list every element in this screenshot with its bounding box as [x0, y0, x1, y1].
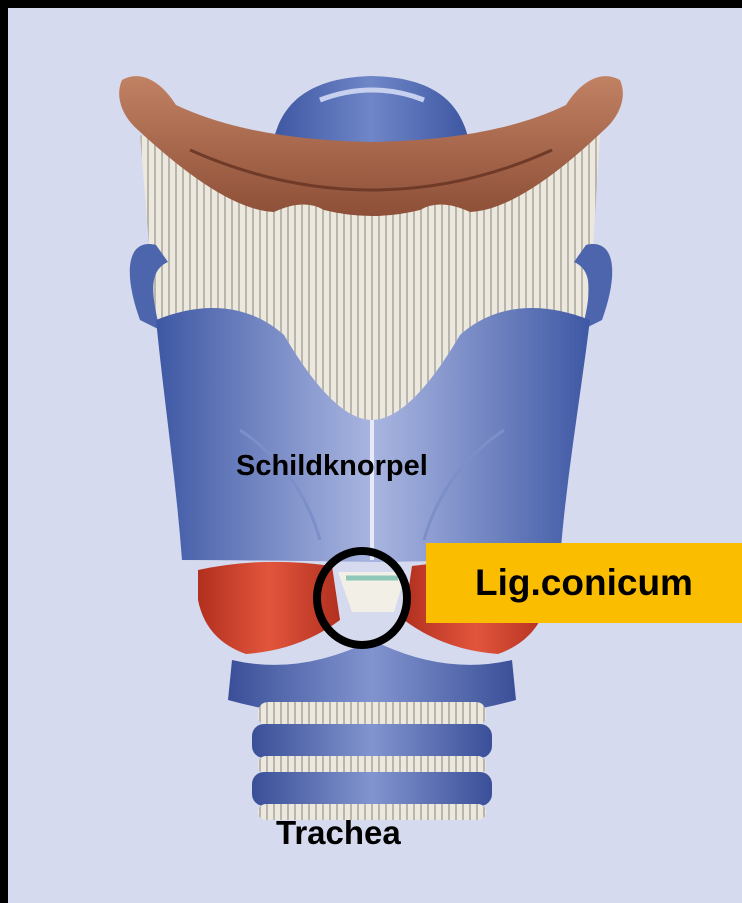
trachea-ring	[258, 702, 486, 726]
highlight-callout: Lig.conicum	[426, 543, 742, 623]
ligamentum-conicum-label: Lig.conicum	[475, 562, 693, 604]
trachea-ring	[252, 724, 492, 758]
thyroid-cartilage-label: Schildknorpel	[236, 450, 428, 483]
trachea-ring	[252, 772, 492, 806]
trachea-label: Trachea	[276, 814, 401, 852]
trachea-ring	[258, 756, 486, 774]
